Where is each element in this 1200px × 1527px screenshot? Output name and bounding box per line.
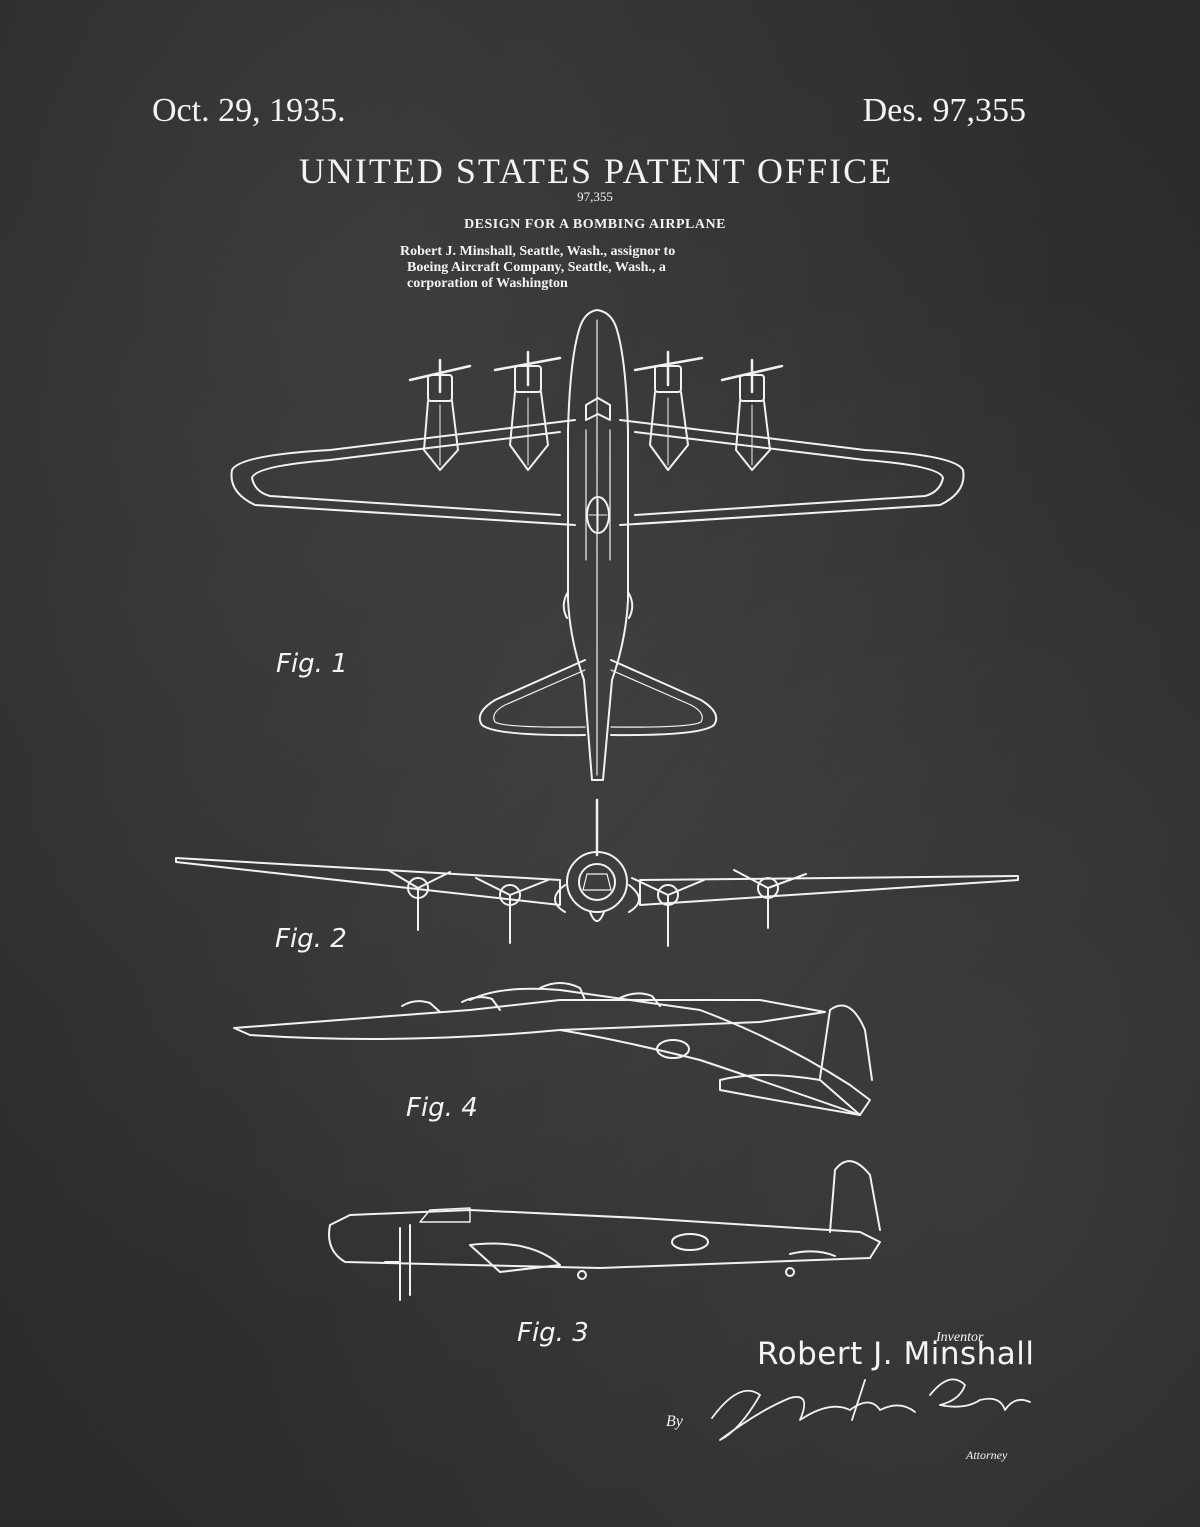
design-title: DESIGN FOR A BOMBING AIRPLANE	[464, 217, 726, 232]
inventor-name: Robert J. Minshall	[757, 1336, 1035, 1372]
fig1-top-view-drawing	[231, 310, 963, 780]
patent-office-title: UNITED STATES PATENT OFFICE	[0, 150, 1200, 192]
fig2-prop-1	[388, 870, 450, 930]
fig2-prop-2	[476, 878, 548, 943]
attorney-label: Attorney	[966, 1448, 1008, 1462]
inventor-line-2: Boeing Aircraft Company, Seattle, Wash.,…	[407, 260, 666, 275]
fig2-prop-3	[632, 878, 704, 946]
fig1-engine-2	[495, 352, 560, 470]
fig2-front-view-drawing	[176, 800, 1018, 946]
inventor-line-1: Robert J. Minshall, Seattle, Wash., assi…	[400, 244, 676, 259]
patent-number-small: 97,355	[577, 189, 613, 204]
patent-date: Oct. 29, 1935.	[152, 92, 346, 129]
fig1-label: Fig. 1	[276, 649, 348, 679]
fig1-engine-3	[635, 352, 702, 470]
fig1-engine-1	[410, 360, 470, 470]
fig1-engine-4	[722, 360, 782, 470]
fig2-label: Fig. 2	[275, 924, 347, 954]
inventor-label: Inventor	[936, 1330, 984, 1345]
attorney-signature-drawing	[712, 1379, 1030, 1440]
fig2-prop-4	[734, 870, 806, 928]
fig3-side-view-drawing	[329, 1161, 880, 1300]
inventor-line-3: corporation of Washington	[407, 276, 568, 291]
design-number: Des. 97,355	[862, 92, 1026, 129]
by-label: By	[666, 1413, 683, 1430]
fig4-label: Fig. 4	[406, 1093, 478, 1123]
patent-office-text: UNITED STATES PATENT OFFICE	[298, 151, 894, 191]
fig4-perspective-drawing	[234, 983, 872, 1115]
inventor-block: Robert J. Minshall, Seattle, Wash., assi…	[400, 244, 675, 292]
fig3-label: Fig. 3	[517, 1318, 589, 1348]
